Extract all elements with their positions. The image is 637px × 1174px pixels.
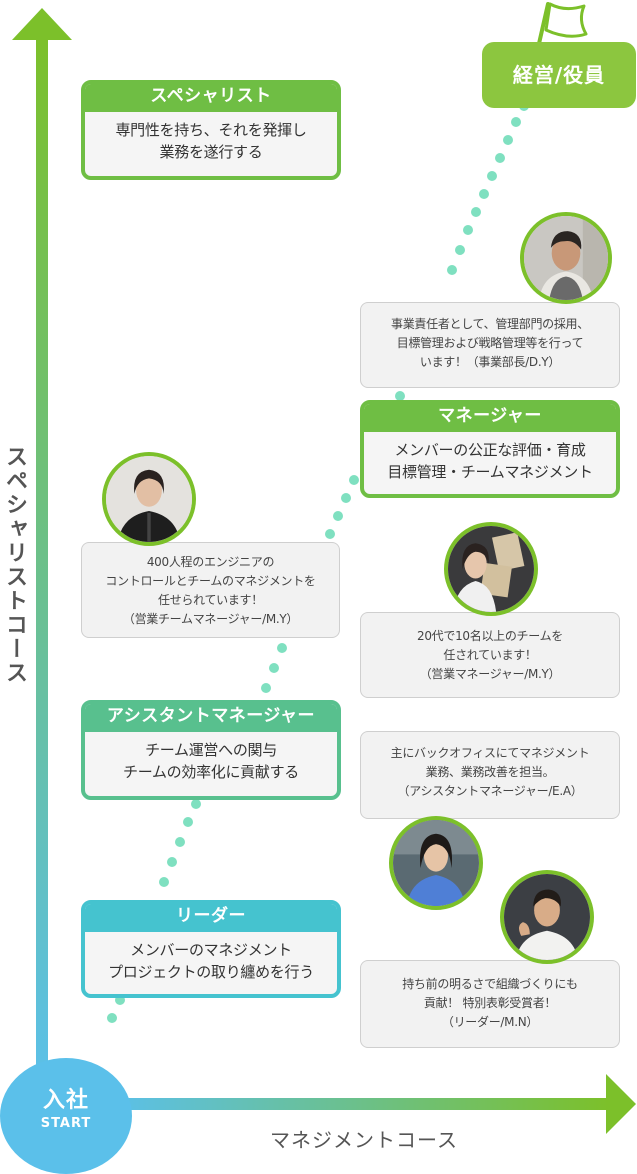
management-course-label: マネジメントコース [270, 1128, 458, 1152]
portrait-photo-leader [500, 870, 594, 964]
portrait-photo-assistant-manager [389, 816, 483, 910]
testimonial-sales-manager: 20代で10名以上のチームを 任されています！ （営業マネージャー/M.Y） [360, 612, 620, 698]
start-main-label: 入社 [42, 1088, 89, 1113]
start-sub-label: START [40, 1116, 92, 1131]
horizontal-axis-arrowhead [606, 1074, 636, 1134]
role-description: チーム運営への関与 チームの効率化に貢献する [123, 741, 299, 781]
role-title: リーダー [85, 904, 337, 932]
role-description: 専門性を持ち、それを発揮し 業務を遂行する [115, 121, 307, 161]
role-box-manager: マネージャー メンバーの公正な評価・育成 目標管理・チームマネジメント [360, 400, 620, 498]
goal-executive-badge: 経営/役員 [482, 42, 636, 108]
testimonial-assistant-manager: 主にバックオフィスにてマネジメント 業務、業務改善を担当。 （アシスタントマネー… [360, 731, 620, 819]
portrait-photo-sales-manager [444, 522, 538, 616]
role-title: マネージャー [364, 404, 616, 432]
testimonial-sales-team-manager: 400人程のエンジニアの コントロールとチームのマネジメントを 任せられています… [81, 542, 340, 638]
role-box-specialist: スペシャリスト 専門性を持ち、それを発揮し 業務を遂行する [81, 80, 341, 180]
role-title: スペシャリスト [85, 84, 337, 112]
role-description: メンバーのマネジメント プロジェクトの取り纏めを行う [108, 941, 314, 981]
person-icon [106, 456, 192, 542]
vertical-axis-line [36, 38, 48, 1088]
person-icon [504, 874, 590, 960]
vertical-axis-arrowhead [12, 8, 72, 40]
portrait-photo-business-head [520, 212, 612, 304]
person-icon [393, 820, 479, 906]
role-description: メンバーの公正な評価・育成 目標管理・チームマネジメント [387, 441, 593, 481]
specialist-course-label: スペシャリストコース [2, 445, 27, 685]
person-icon [524, 216, 608, 300]
start-circle: 入社 START [0, 1058, 132, 1174]
testimonial-business-head: 事業責任者として、管理部門の採用、 目標管理および戦略管理等を行って います！（… [360, 302, 620, 388]
testimonial-leader: 持ち前の明るさで組織づくりにも 貢献！ 特別表彰受賞者！ （リーダー/M.N） [360, 960, 620, 1048]
horizontal-axis-line [110, 1098, 608, 1110]
goal-flag-icon [536, 2, 588, 50]
dotted-path [107, 101, 529, 1023]
role-box-leader: リーダー メンバーのマネジメント プロジェクトの取り纏めを行う [81, 900, 341, 998]
person-icon [448, 526, 534, 612]
role-title: アシスタントマネージャー [85, 704, 337, 732]
portrait-photo-sales-team-manager [102, 452, 196, 546]
role-box-assistant-manager: アシスタントマネージャー チーム運営への関与 チームの効率化に貢献する [81, 700, 341, 800]
